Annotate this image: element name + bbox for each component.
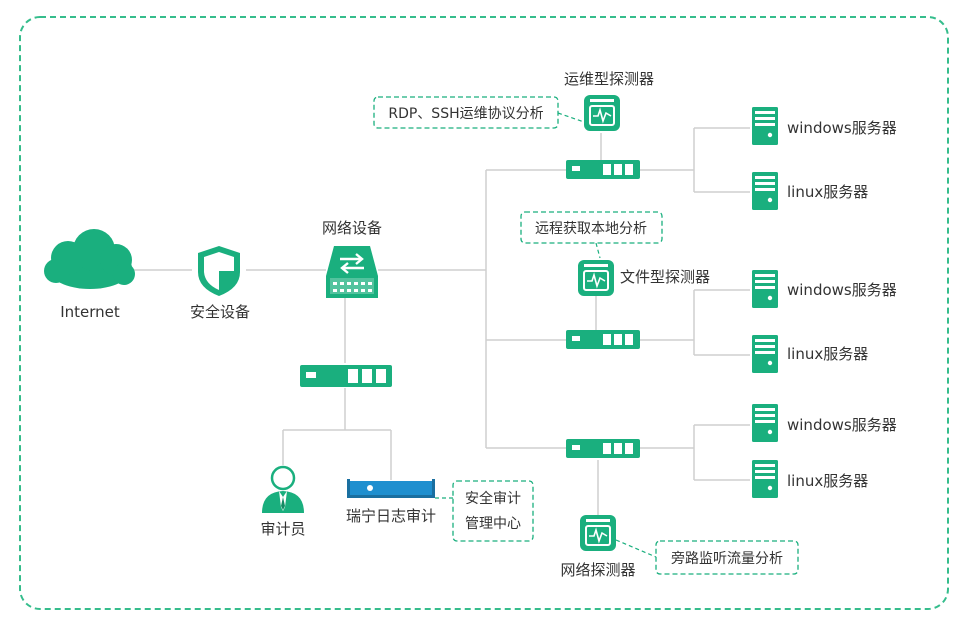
auditor-label: 审计员 bbox=[260, 520, 305, 538]
server-icon bbox=[752, 107, 778, 145]
note-audit-center-line1: 安全审计 bbox=[465, 490, 521, 507]
log-audit-label: 瑞宁日志审计 bbox=[346, 507, 436, 525]
server-label: windows服务器 bbox=[787, 119, 897, 137]
ops-probe-label: 运维型探测器 bbox=[564, 70, 654, 88]
server-label: windows服务器 bbox=[787, 416, 897, 434]
note-box bbox=[655, 540, 799, 575]
log-audit-appliance-icon bbox=[347, 479, 435, 498]
note-remote-local: 远程获取本地分析 bbox=[535, 221, 647, 237]
switch-icon bbox=[300, 365, 392, 387]
security-device-label: 安全设备 bbox=[190, 303, 250, 321]
user-icon bbox=[262, 465, 304, 513]
server-icon bbox=[752, 270, 778, 308]
network-device-label: 网络设备 bbox=[322, 219, 382, 237]
server-label: windows服务器 bbox=[787, 281, 897, 299]
note-bypass-flow: 旁路监听流量分析 bbox=[671, 550, 783, 567]
server-icon bbox=[752, 172, 778, 210]
note-box bbox=[373, 96, 559, 129]
file-probe-label: 文件型探测器 bbox=[620, 268, 710, 286]
note-ops-protocol: RDP、SSH运维协议分析 bbox=[388, 106, 543, 122]
server-label: linux服务器 bbox=[787, 472, 868, 490]
note-audit-center-line2: 管理中心 bbox=[465, 516, 521, 532]
probe-icon bbox=[580, 515, 616, 551]
connection-lines bbox=[128, 127, 750, 515]
shield-icon bbox=[198, 246, 240, 296]
note-box bbox=[452, 480, 534, 542]
router-icon bbox=[326, 246, 378, 298]
probe-icon bbox=[584, 95, 620, 131]
server-icon bbox=[752, 460, 778, 498]
server-label: linux服务器 bbox=[787, 345, 868, 363]
network-probe-label: 网络探测器 bbox=[560, 561, 635, 579]
note-leaders bbox=[435, 112, 657, 558]
note-box bbox=[520, 211, 663, 244]
switch-icon bbox=[566, 160, 640, 179]
server-label: linux服务器 bbox=[787, 183, 868, 201]
switch-icon bbox=[566, 439, 640, 458]
server-icon bbox=[752, 404, 778, 442]
outer-frame bbox=[19, 16, 949, 610]
server-icon bbox=[752, 335, 778, 373]
internet-label: Internet bbox=[60, 303, 120, 321]
cloud-icon bbox=[44, 229, 135, 289]
probe-icon bbox=[578, 260, 614, 296]
switch-icon bbox=[566, 330, 640, 349]
